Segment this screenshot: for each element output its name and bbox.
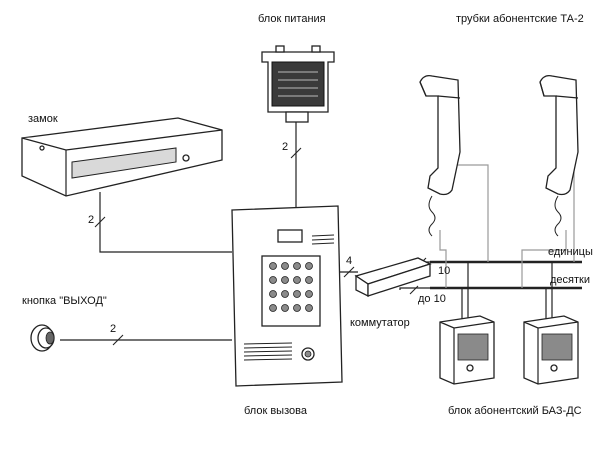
label-power-supply: блок питания: [258, 13, 326, 25]
wire-tens-tick: [409, 285, 419, 295]
speaker-grille: [243, 342, 293, 361]
keypad: [269, 262, 313, 312]
wire-lock-tick: [94, 216, 106, 228]
wire-count-tens: до 10: [418, 293, 446, 305]
subscriber-unit-1: [439, 315, 495, 385]
wire-count-lock: 2: [88, 214, 94, 226]
handset-1: [419, 74, 461, 237]
wire-exit-tick: [112, 334, 124, 346]
wire-handset-1-b: [439, 230, 447, 288]
electromagnetic-lock: [21, 117, 223, 197]
wire-count-units: 10: [438, 265, 450, 277]
wire-commutator-tens: [399, 287, 430, 290]
label-lock: замок: [28, 113, 58, 125]
label-call-panel: блок вызова: [244, 405, 308, 417]
commutator-device: [354, 257, 432, 298]
power-supply: [261, 45, 335, 123]
wire-count-exit: 2: [110, 323, 116, 335]
label-bus-tens: десятки: [550, 274, 590, 286]
wire-count-power: 2: [282, 141, 288, 153]
wire-call-panel-tick: [343, 266, 355, 278]
wire-handset-2-b: [521, 230, 567, 288]
label-handsets: трубки абонентские ТА-2: [456, 13, 584, 25]
wire-handset-1: [454, 164, 489, 262]
label-exit-button: кнопка "ВЫХОД": [22, 295, 107, 307]
label-subscriber-units: блок абонентский БАЗ-ДС: [448, 405, 582, 417]
call-panel-device: [231, 205, 343, 387]
handset-2: [539, 74, 579, 237]
label-bus-units: единицы: [548, 246, 593, 258]
exit-button-device: [30, 324, 55, 352]
subscriber-unit-2: [523, 315, 579, 385]
wire-lock: [99, 192, 232, 253]
wire-power-tick: [290, 147, 302, 159]
wire-count-call-panel: 4: [346, 255, 352, 267]
label-commutator: коммутатор: [350, 317, 410, 329]
